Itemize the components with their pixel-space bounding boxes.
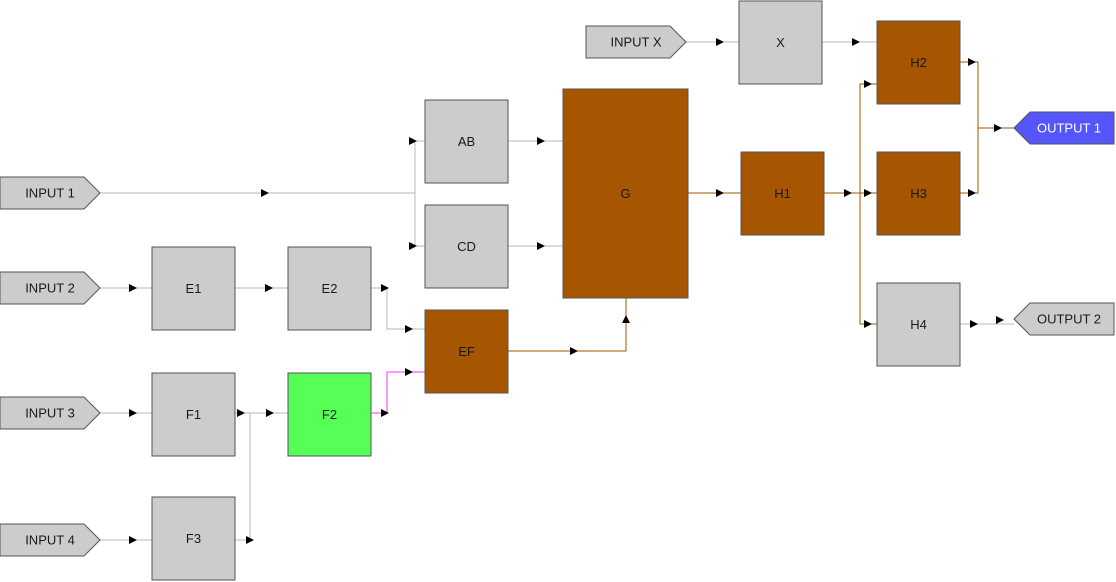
output-label: OUTPUT 2 xyxy=(1037,312,1101,327)
block-label: H1 xyxy=(774,186,791,201)
block-cd[interactable]: CD xyxy=(424,204,509,289)
connector-line xyxy=(371,371,425,414)
block-e1[interactable]: E1 xyxy=(151,246,236,331)
arrow-right-icon xyxy=(409,242,417,250)
connector-line xyxy=(371,287,425,330)
arrow-up-icon xyxy=(622,315,630,323)
block-f1[interactable]: F1 xyxy=(151,372,236,457)
input-label: INPUT 4 xyxy=(25,533,75,548)
arrow-right-icon xyxy=(864,320,872,328)
block-g[interactable]: G xyxy=(562,88,689,299)
block-label: F3 xyxy=(186,531,201,546)
block-label: E1 xyxy=(186,281,202,296)
block-label: X xyxy=(776,35,785,50)
arrow-right-icon xyxy=(970,320,978,328)
input-label: INPUT 1 xyxy=(25,186,75,201)
arrow-right-icon xyxy=(537,242,545,250)
arrow-right-icon xyxy=(968,58,976,66)
block-label: F2 xyxy=(322,407,337,422)
arrow-right-icon xyxy=(129,284,137,292)
block-label: AB xyxy=(458,134,475,149)
input-port-in4[interactable]: INPUT 4 xyxy=(0,523,101,557)
input-port-in3[interactable]: INPUT 3 xyxy=(0,396,101,430)
block-ef[interactable]: EF xyxy=(424,309,509,394)
connector-line xyxy=(100,140,425,247)
arrow-right-icon xyxy=(405,368,413,376)
output-port-out2[interactable]: OUTPUT 2 xyxy=(1013,302,1115,336)
block-label: EF xyxy=(458,344,475,359)
arrow-right-icon xyxy=(265,284,273,292)
arrow-heads xyxy=(129,38,1004,544)
block-label: E2 xyxy=(322,281,338,296)
arrow-right-icon xyxy=(994,124,1002,132)
arrow-right-icon xyxy=(968,189,976,197)
arrow-right-icon xyxy=(409,137,417,145)
input-port-in1[interactable]: INPUT 1 xyxy=(0,176,101,210)
arrow-right-icon xyxy=(246,536,254,544)
connector-line xyxy=(508,298,627,352)
block-f2[interactable]: F2 xyxy=(287,372,372,457)
output-label: OUTPUT 1 xyxy=(1037,121,1101,136)
block-label: F1 xyxy=(186,407,201,422)
input-label: INPUT X xyxy=(610,35,661,50)
block-label: H4 xyxy=(910,317,927,332)
block-label: CD xyxy=(457,239,476,254)
block-e2[interactable]: E2 xyxy=(287,246,372,331)
arrow-right-icon xyxy=(537,137,545,145)
block-label: G xyxy=(620,186,630,201)
arrow-right-icon xyxy=(266,409,274,417)
arrow-right-icon xyxy=(864,80,872,88)
arrow-right-icon xyxy=(405,325,413,333)
arrow-right-icon xyxy=(844,189,852,197)
block-h1[interactable]: H1 xyxy=(740,151,825,236)
block-label: H2 xyxy=(910,55,927,70)
arrow-right-icon xyxy=(716,189,724,197)
block-h4[interactable]: H4 xyxy=(876,282,961,367)
block-ab[interactable]: AB xyxy=(424,99,509,184)
connector-line xyxy=(859,193,877,325)
block-label: H3 xyxy=(910,186,927,201)
arrow-right-icon xyxy=(381,284,389,292)
arrow-right-icon xyxy=(129,536,137,544)
connector-line xyxy=(960,61,979,194)
block-h2[interactable]: H2 xyxy=(876,20,961,105)
arrow-right-icon xyxy=(996,316,1004,324)
arrow-right-icon xyxy=(864,189,872,197)
input-port-inx[interactable]: INPUT X xyxy=(585,25,687,59)
arrow-right-icon xyxy=(261,189,269,197)
block-x[interactable]: X xyxy=(738,0,823,85)
input-port-in2[interactable]: INPUT 2 xyxy=(0,271,101,305)
arrow-right-icon xyxy=(570,347,578,355)
connector-line xyxy=(235,413,251,541)
arrow-right-icon xyxy=(237,409,245,417)
connector-line xyxy=(859,83,877,193)
block-h3[interactable]: H3 xyxy=(876,151,961,236)
arrow-right-icon xyxy=(129,409,137,417)
input-label: INPUT 2 xyxy=(25,281,75,296)
input-label: INPUT 3 xyxy=(25,406,75,421)
block-f3[interactable]: F3 xyxy=(151,496,236,581)
output-port-out1[interactable]: OUTPUT 1 xyxy=(1013,111,1115,145)
arrow-right-icon xyxy=(381,409,389,417)
arrow-right-icon xyxy=(852,38,860,46)
arrow-right-icon xyxy=(716,38,724,46)
